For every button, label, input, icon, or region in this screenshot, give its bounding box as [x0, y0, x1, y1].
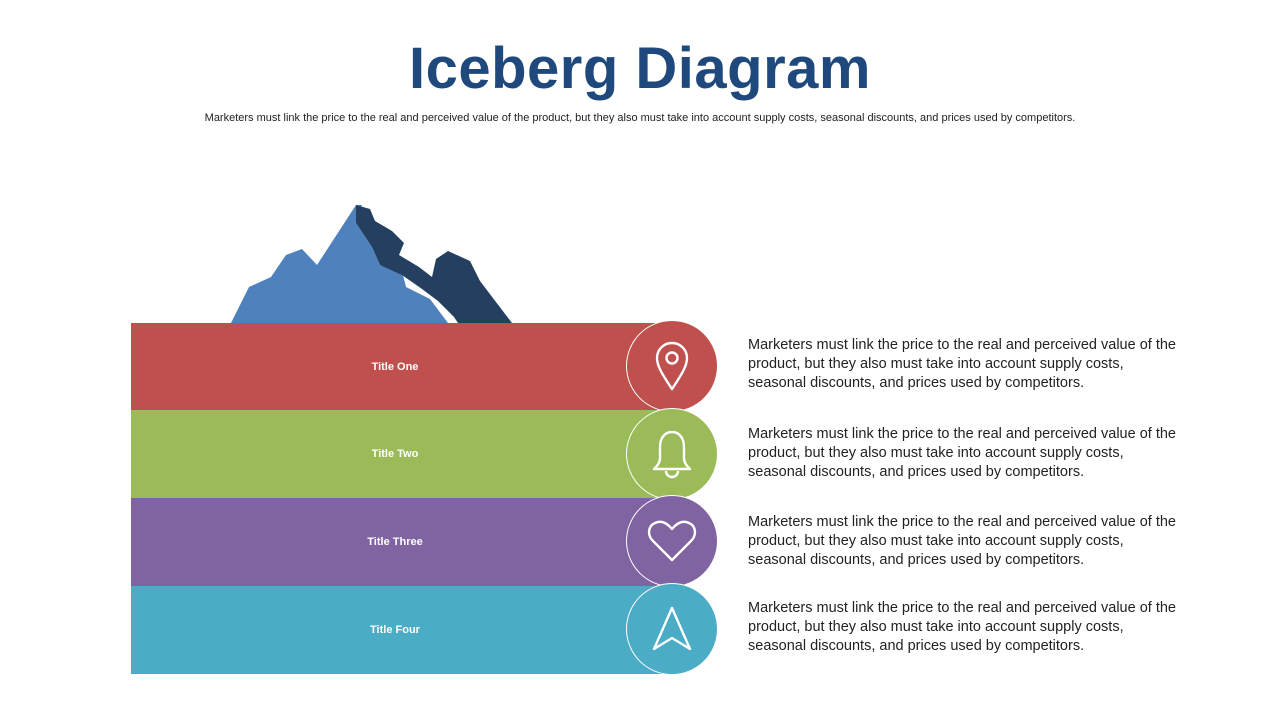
layer-band-three: Title Three [131, 498, 676, 586]
layer-description-one: Marketers must link the price to the rea… [748, 337, 1176, 391]
page-title: Iceberg Diagram [408, 36, 871, 101]
layer-description-two: Marketers must link the price to the rea… [748, 426, 1176, 480]
layer-title-one: Title One [371, 361, 419, 373]
heart-icon [647, 520, 697, 562]
page-subtitle: Marketers must link the price to the rea… [204, 112, 1076, 124]
layer-description-four: Marketers must link the price to the rea… [748, 600, 1176, 654]
layer-icon-badge-four [626, 583, 718, 675]
navigation-arrow-icon [652, 606, 692, 651]
iceberg-tip-graphic [231, 205, 512, 323]
layer-band-one: Title One [131, 323, 676, 411]
layer-title-three: Title Three [367, 536, 423, 548]
layer-title-four: Title Four [370, 624, 420, 636]
iceberg-light-face [231, 205, 448, 323]
layer-band-four: Title Four [131, 586, 676, 674]
map-pin-icon [655, 341, 689, 391]
layer-icon-badge-one [626, 320, 718, 412]
layer-icon-badge-three [626, 495, 718, 587]
layer-icon-badge-two [626, 408, 718, 500]
bell-icon [652, 430, 692, 479]
layer-description-three: Marketers must link the price to the rea… [748, 514, 1176, 568]
layer-band-two: Title Two [131, 410, 676, 498]
layer-title-two: Title Two [371, 448, 419, 460]
iceberg-dark-face [356, 205, 512, 323]
